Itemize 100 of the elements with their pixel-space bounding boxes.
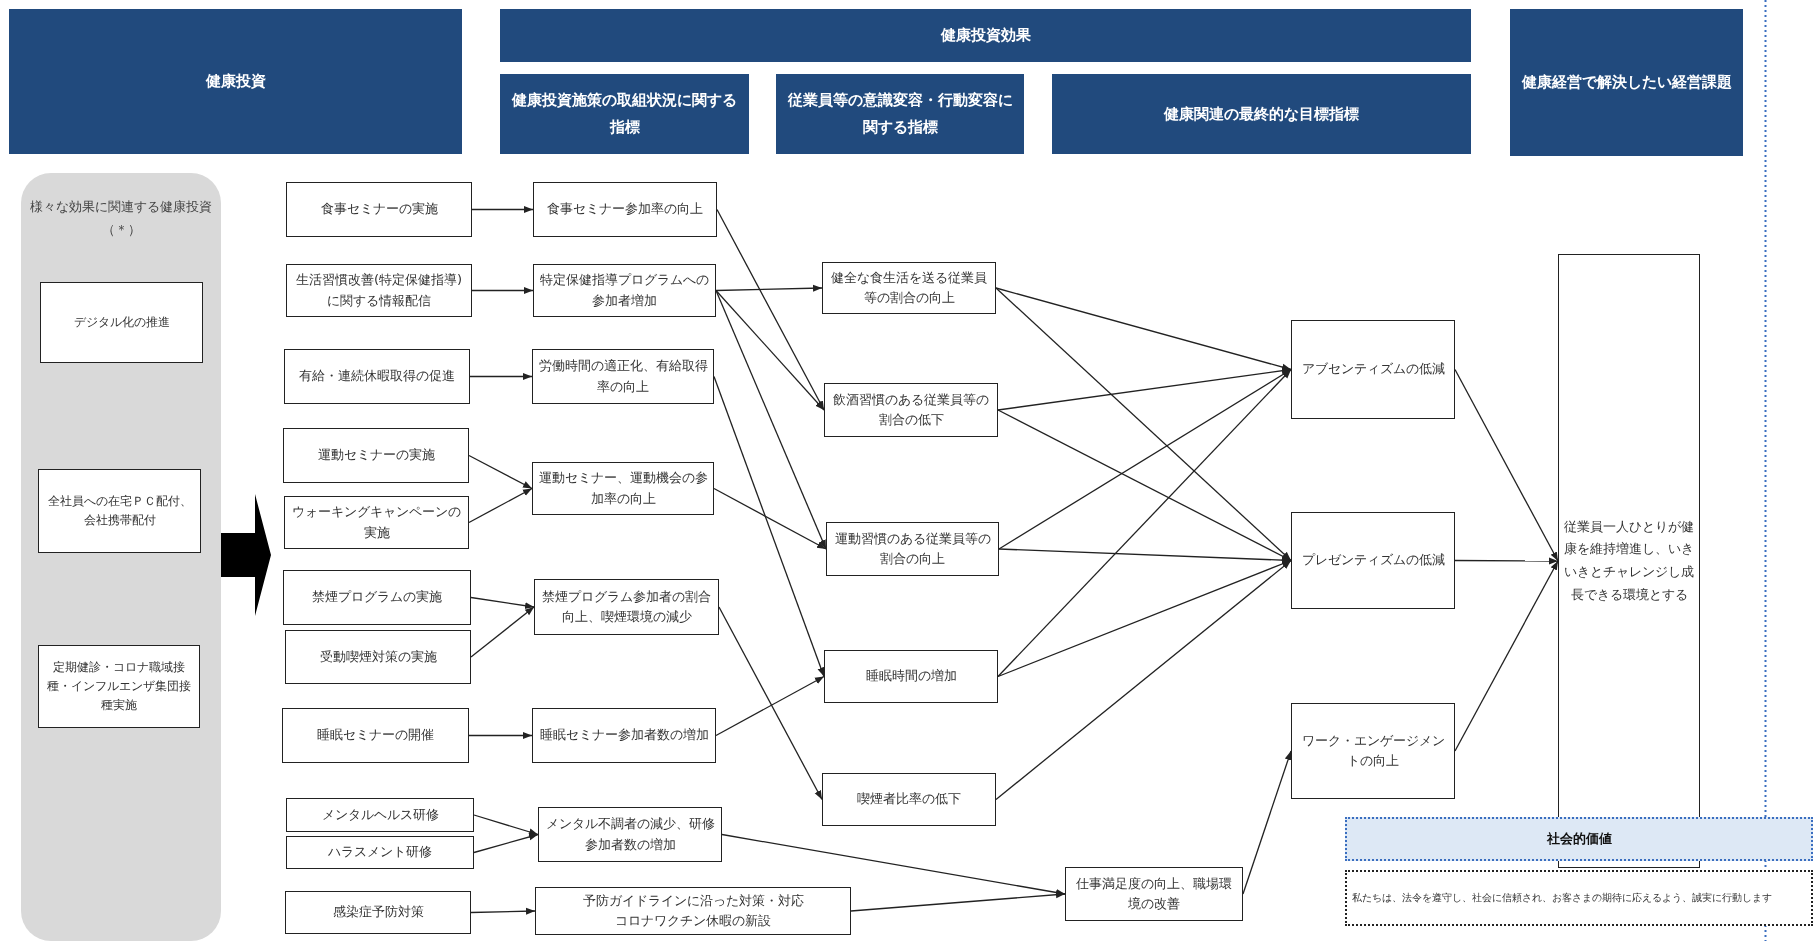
box-text: 労働時間の適正化、有給取得率の向上 [538,357,708,396]
box-text: 感染症予防対策 [332,903,424,922]
process-box [286,182,472,237]
box-text: 運動セミナーの実施 [317,446,435,465]
arrow [1454,368,1559,562]
arrow [468,732,533,739]
process-box [532,708,716,763]
process-box [40,282,203,363]
section-band [1345,817,1813,861]
arrow [713,375,825,678]
process-box [532,349,714,404]
box-text: 予防ガイドラインに沿った対策・対応 [582,891,804,910]
process-box [532,462,714,515]
box-text: 睡眠セミナーの開催 [317,726,434,745]
arrow [713,487,827,550]
header-title: 健康投資 [205,71,266,92]
arrow [471,287,534,294]
arrow [997,559,1292,678]
band-title: 社会的価値 [1546,830,1612,848]
process-box [1291,320,1455,419]
box-text: 仕事満足度の向上、職場環境の改善 [1075,874,1233,913]
header-title: 従業員等の意識変容・行動変容に関する指標 [786,90,1014,138]
box-text: デジタル化の推進 [73,313,170,331]
box-text: 有給・連続休暇取得の促進 [299,367,455,386]
box-text: アブセンティズムの低減 [1301,360,1445,379]
process-box [284,496,469,549]
header-title: 健康経営で解決したい経営課題 [1521,72,1732,93]
box-text: コロナワクチン休暇の新設 [615,912,771,930]
arrow [468,487,533,524]
arrow [995,287,1292,371]
arrow [995,559,1292,801]
process-box [286,836,474,869]
header-banner [1510,9,1743,156]
header-title: 健康関連の最終的な目標指標 [1164,103,1359,125]
arrow [995,287,1292,562]
arrow [715,289,825,411]
arrow [1454,560,1559,752]
box-text: 全社員への在宅ＰＣ配付、会社携帯配付 [46,492,193,529]
box-text: 食事セミナー参加率の向上 [547,200,703,219]
process-box [822,262,996,314]
box-text: 従業員一人ひとりが健康を維持増進し、いきいきとチャレンジし成長できる環境とする [1564,517,1694,604]
box-text: プレゼンティズムの低減 [1301,551,1445,570]
arrow [715,675,825,737]
arrow [997,367,1292,411]
box-text: 生活習慣改善(特定保健指導)に関する情報配信 [294,271,464,310]
arrow [715,289,827,550]
box-text: 睡眠セミナー参加者数の増加 [539,726,709,745]
arrow [470,606,535,658]
process-box [282,708,469,763]
header-banner [776,74,1024,154]
arrow [997,409,1292,562]
process-box [533,264,716,317]
process-box [822,773,996,826]
header-banner [1052,74,1471,154]
box-text: 禁煙プログラムの実施 [312,588,442,607]
box-text: 喫煙者比率の低下 [857,790,961,809]
note-box [1345,870,1813,926]
arrow [998,368,1292,550]
arrow [473,833,539,854]
process-box [38,469,201,553]
process-box [538,807,722,862]
box-text: 特定保健指導プログラムへの参加者増加 [539,271,710,310]
header-title: 健康投資効果 [940,25,1031,46]
process-box [824,650,998,703]
goal-box [1558,254,1700,868]
process-box [535,887,851,935]
process-box [824,383,998,437]
arrow [721,833,1066,896]
process-box [1291,703,1455,799]
arrow [997,368,1292,678]
process-box [1291,512,1455,609]
arrow [998,548,1292,564]
note-text: 私たちは、法令を遵守し、社会に信頼され、お客さまの期待に応えるよう、誠実に行動します [1352,891,1772,905]
process-box [286,264,472,317]
box-text: 睡眠時間の増加 [865,667,957,686]
process-box [284,349,470,404]
arrow [469,373,533,380]
arrow [715,284,823,292]
box-text: メンタルヘルス研修 [321,805,439,824]
box-text: 運動習慣のある従業員等の割合の向上 [833,529,992,568]
box-text: 禁煙プログラム参加者の割合向上、喫煙環境の減少 [541,587,712,626]
block-arrow [221,494,271,616]
process-box [38,645,200,728]
process-box [286,798,474,832]
arrow [716,208,825,411]
process-box [285,891,471,934]
process-box [1065,867,1243,921]
process-box [283,428,469,483]
box-text: 運動セミナー、運動機会の参加率の向上 [538,469,708,508]
arrow [1454,557,1559,565]
box-text: 食事セミナーの実施 [320,200,438,219]
process-box [283,570,471,625]
process-box [533,182,717,237]
arrow [471,206,534,213]
header-title: 健康投資施策の取組状況に関する指標 [510,90,738,138]
arrow [473,814,539,836]
box-text: メンタル不調者の減少、研修参加者数の増加 [544,815,716,854]
box-text: 受動喫煙対策の実施 [319,647,437,666]
arrow [468,454,533,490]
group-panel [21,173,221,941]
